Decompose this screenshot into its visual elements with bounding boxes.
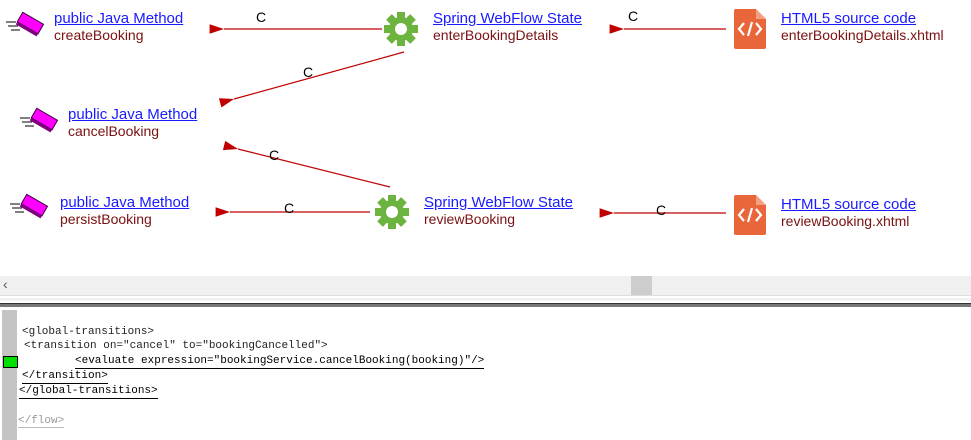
node-name: enterBookingDetails [433, 27, 559, 43]
code-line: <transition on="cancel" to="bookingCance… [24, 340, 328, 352]
node-createbooking[interactable]: public Java Method createBooking [54, 10, 183, 43]
node-reviewbooking-xhtml[interactable]: HTML5 source code reviewBooking.xhtml [781, 196, 916, 229]
node-type-link[interactable]: Spring WebFlow State [424, 194, 573, 211]
node-reviewbooking[interactable]: Spring WebFlow State reviewBooking [424, 194, 573, 227]
line-marker [3, 356, 18, 368]
node-name: reviewBooking.xhtml [781, 213, 910, 229]
code-line-highlighted: </transition> [22, 370, 108, 384]
edge-label: C [256, 9, 267, 25]
dependency-diagram [5, 7, 768, 237]
node-name: cancelBooking [68, 123, 160, 139]
node-name: reviewBooking [424, 211, 516, 227]
gear-icon [375, 195, 409, 229]
node-type-link[interactable]: public Java Method [68, 106, 198, 123]
node-name: enterBookingDetails.xhtml [781, 27, 944, 43]
code-line-highlighted: <evaluate expression="bookingService.can… [75, 355, 485, 369]
node-name: persistBooking [60, 211, 152, 227]
node-type-link[interactable]: HTML5 source code [781, 196, 917, 213]
horizontal-scrollbar[interactable]: ‹ [0, 276, 971, 296]
node-name: createBooking [54, 27, 144, 43]
node-type-link[interactable]: Spring WebFlow State [433, 10, 582, 27]
java-method-icon [5, 11, 45, 37]
scrollbar-thumb[interactable] [631, 276, 652, 295]
java-method-icon [19, 107, 59, 133]
java-method-icon [9, 193, 49, 219]
edge-enterbookingdetails-cancelbooking [218, 51, 405, 108]
edge-label: C [628, 8, 639, 24]
edge-label: C [284, 200, 295, 216]
edge-label: C [269, 147, 280, 163]
scroll-left-arrow-icon[interactable]: ‹ [3, 276, 8, 292]
node-enterbookingdetails[interactable]: Spring WebFlow State enterBookingDetails [433, 10, 582, 43]
editor-gutter [2, 310, 17, 440]
edge-label: C [303, 64, 314, 80]
splitter[interactable] [0, 303, 971, 307]
html5-file-icon [732, 193, 768, 237]
node-type-link[interactable]: HTML5 source code [781, 10, 917, 27]
code-line: </flow> [18, 415, 65, 428]
edge-reviewbooking-cancelbooking [222, 140, 391, 188]
node-type-link[interactable]: public Java Method [60, 194, 190, 211]
gear-icon [384, 12, 418, 46]
code-line-highlighted: </global-transitions> [19, 385, 158, 399]
node-persistbooking[interactable]: public Java Method persistBooking [60, 194, 189, 227]
edge-label: C [656, 202, 667, 218]
node-type-link[interactable]: public Java Method [54, 10, 184, 27]
code-line: <global-transitions> [22, 326, 155, 338]
node-cancelbooking[interactable]: public Java Method cancelBooking [68, 106, 197, 139]
node-enterbookingdetails-xhtml[interactable]: HTML5 source code enterBookingDetails.xh… [781, 10, 944, 43]
html5-file-icon [732, 7, 768, 51]
